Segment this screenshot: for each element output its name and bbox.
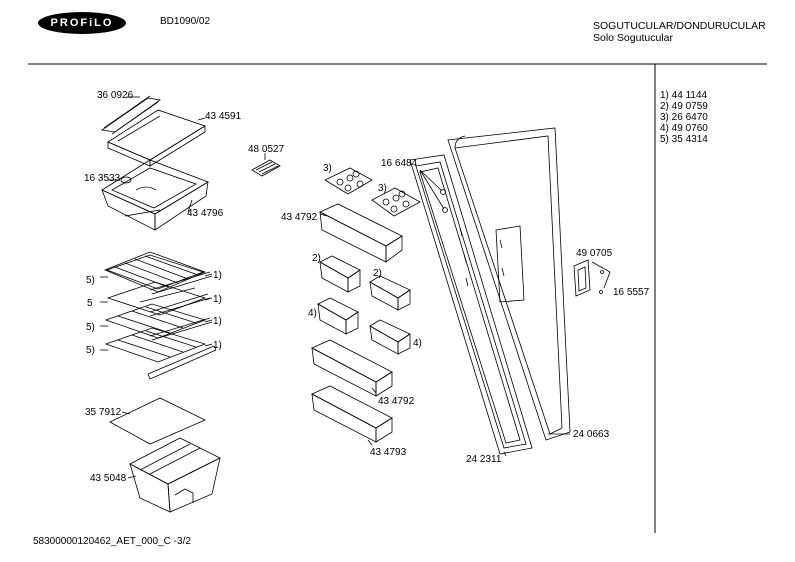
glass-plate bbox=[110, 398, 205, 444]
door-panel bbox=[448, 128, 570, 440]
page-title: SOGUTUCULAR/DONDURUCULAR Solo Sogutucula… bbox=[593, 20, 766, 44]
door-shelf-large-bottom bbox=[312, 386, 392, 442]
label-43-4792-a: 43 4792 bbox=[281, 212, 318, 223]
label-16-5557: 16 5557 bbox=[613, 287, 650, 298]
crisper-drawer bbox=[102, 160, 208, 230]
leader-490705 bbox=[592, 262, 610, 288]
label-49-0705: 49 0705 bbox=[576, 248, 613, 259]
label-43-4796: 43 4796 bbox=[187, 208, 224, 219]
legend-item: 5) 35 4314 bbox=[660, 134, 708, 145]
label-16-6484: 16 6484 bbox=[381, 158, 418, 169]
label-43-4792-b: 43 4792 bbox=[378, 396, 415, 407]
grommet-part bbox=[121, 177, 131, 183]
crisper-cover bbox=[108, 110, 205, 166]
small-bin-left-upper bbox=[320, 256, 360, 292]
label-43-4793: 43 4793 bbox=[370, 447, 407, 458]
handle-screw-1 bbox=[601, 271, 604, 274]
egg-tray-1 bbox=[325, 168, 372, 194]
leader-s1b bbox=[205, 298, 212, 300]
vent-grille bbox=[252, 160, 280, 176]
label-43-5048: 43 5048 bbox=[90, 473, 127, 484]
model-number: BD1090/02 bbox=[160, 16, 211, 27]
legend-item: 3) 26 6470 bbox=[660, 112, 708, 123]
label-ref-3-a: 3) bbox=[323, 163, 332, 174]
leader-s1d bbox=[205, 344, 212, 346]
label-24-0663: 24 0663 bbox=[573, 429, 610, 440]
door-handle bbox=[574, 260, 590, 296]
label-ref-2-b: 2) bbox=[373, 268, 382, 279]
label-16-3533: 16 3533 bbox=[84, 173, 121, 184]
label-48-0527: 48 0527 bbox=[248, 144, 285, 155]
label-35-7912: 35 7912 bbox=[85, 407, 122, 418]
parts-legend: 1) 44 1144 2) 49 0759 3) 26 6470 4) 49 0… bbox=[660, 90, 708, 145]
leader-434591 bbox=[198, 118, 205, 120]
handle-screw-2 bbox=[600, 291, 603, 294]
door-shelf-large-middle bbox=[312, 340, 392, 396]
label-43-4591: 43 4591 bbox=[205, 111, 242, 122]
document-code: 58300000120462_AET_000_C -3/2 bbox=[33, 536, 191, 547]
leader-166484-b bbox=[420, 170, 444, 209]
screw-2 bbox=[443, 208, 448, 213]
door-shelf-large-top bbox=[320, 204, 402, 262]
crisper-cover-frame bbox=[102, 96, 160, 134]
label-ref-2-a: 2) bbox=[312, 253, 321, 264]
leader-434796 bbox=[188, 200, 192, 212]
title-line-1: SOGUTUCULAR/DONDURUCULAR bbox=[593, 20, 766, 32]
label-shelf-1-d: 1) bbox=[213, 340, 222, 351]
leader-434792b bbox=[372, 388, 376, 393]
vegetable-bin bbox=[130, 438, 220, 512]
shelf-stack bbox=[105, 252, 216, 379]
label-36-0926: 36 0926 bbox=[97, 90, 134, 101]
label-shelf-1-c: 1) bbox=[213, 316, 222, 327]
leader-s1a bbox=[205, 274, 212, 276]
legend-item: 4) 49 0760 bbox=[660, 123, 708, 134]
legend-item: 1) 44 1144 bbox=[660, 90, 708, 101]
label-ref-4-a: 4) bbox=[308, 308, 317, 319]
leader-434792a bbox=[320, 214, 327, 216]
label-ref-3-b: 3) bbox=[378, 183, 387, 194]
door-gasket bbox=[410, 155, 532, 454]
label-shelf-5-a: 5) bbox=[86, 275, 95, 286]
small-bin-right-lower bbox=[370, 320, 410, 354]
label-shelf-5-c: 5) bbox=[86, 322, 95, 333]
label-ref-4-b: 4) bbox=[413, 338, 422, 349]
title-line-2: Solo Sogutucular bbox=[593, 32, 673, 44]
brand-logo: PROFiLO bbox=[38, 12, 126, 34]
leader-357912 bbox=[122, 412, 130, 414]
leader-435048 bbox=[128, 476, 136, 478]
legend-item: 2) 49 0759 bbox=[660, 101, 708, 112]
label-24-2311: 24 2311 bbox=[466, 454, 502, 465]
leader-242311 bbox=[504, 452, 506, 456]
leader-434793 bbox=[368, 440, 372, 445]
label-shelf-5-d: 5) bbox=[86, 345, 95, 356]
small-bin-left-lower bbox=[318, 298, 358, 334]
egg-tray-2 bbox=[372, 188, 420, 216]
leader-166484-a bbox=[420, 170, 442, 191]
label-shelf-5-b: 5 bbox=[87, 298, 93, 309]
screw-1 bbox=[441, 190, 446, 195]
small-bin-right-upper bbox=[370, 276, 410, 310]
leader-s1c bbox=[205, 320, 212, 322]
label-shelf-1-a: 1) bbox=[213, 270, 222, 281]
label-shelf-1-b: 1) bbox=[213, 294, 222, 305]
